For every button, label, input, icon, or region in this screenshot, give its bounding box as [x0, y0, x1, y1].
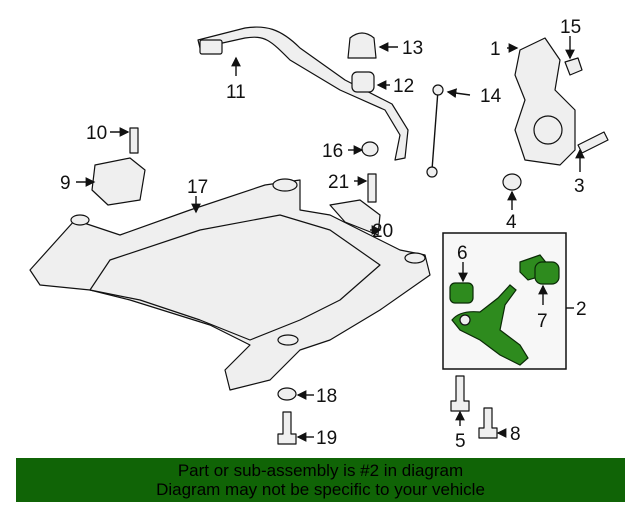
callout-11: 11 [226, 82, 246, 103]
callout-3: 3 [574, 176, 585, 197]
cap[interactable] [564, 57, 583, 76]
callout-4: 4 [506, 212, 517, 233]
callout-16: 16 [322, 141, 343, 162]
callout-8: 8 [510, 424, 521, 445]
callout-15: 15 [560, 17, 581, 38]
bushing-6[interactable] [449, 282, 474, 304]
callout-19: 19 [316, 428, 337, 449]
callout-10: 10 [86, 123, 107, 144]
steering-knuckle[interactable] [514, 37, 576, 166]
callout-6: 6 [457, 243, 468, 264]
callout-18: 18 [316, 386, 337, 407]
bolt-21[interactable] [367, 173, 377, 203]
nut-4[interactable] [502, 173, 522, 191]
bolt-10[interactable] [129, 127, 139, 154]
bar-end [199, 39, 223, 55]
callout-20: 20 [372, 221, 393, 242]
callout-17: 17 [187, 177, 208, 198]
bolt-5[interactable] [450, 375, 470, 412]
stabilizer-bracket[interactable] [347, 32, 377, 59]
bolt-8[interactable] [478, 407, 498, 439]
callout-12: 12 [393, 76, 414, 97]
callout-21: 21 [328, 172, 349, 193]
banner-line-1: Part or sub-assembly is #2 in diagram [177, 461, 464, 480]
callout-5: 5 [455, 431, 466, 452]
leader-lines [76, 36, 585, 442]
notice-banner: Part or sub-assembly is #2 in diagram Di… [16, 458, 625, 502]
bracket-20[interactable] [329, 199, 381, 236]
subframe[interactable] [29, 178, 431, 391]
callout-2: 2 [576, 299, 587, 320]
stabilizer-bushing[interactable] [351, 71, 375, 93]
callout-1: 1 [490, 39, 501, 60]
callout-13: 13 [402, 38, 423, 59]
callout-7: 7 [537, 311, 548, 332]
control-arm[interactable] [451, 284, 529, 366]
washer-18[interactable] [277, 387, 297, 401]
nut-16[interactable] [361, 141, 379, 157]
stabilizer-link[interactable] [431, 89, 439, 171]
callout-14: 14 [480, 86, 502, 107]
mount-9[interactable] [91, 157, 146, 206]
callout-9: 9 [60, 173, 71, 194]
banner-line-2: Diagram may not be specific to your vehi… [156, 480, 485, 499]
bolt-19[interactable] [277, 411, 297, 445]
bolt-3[interactable] [577, 131, 609, 154]
